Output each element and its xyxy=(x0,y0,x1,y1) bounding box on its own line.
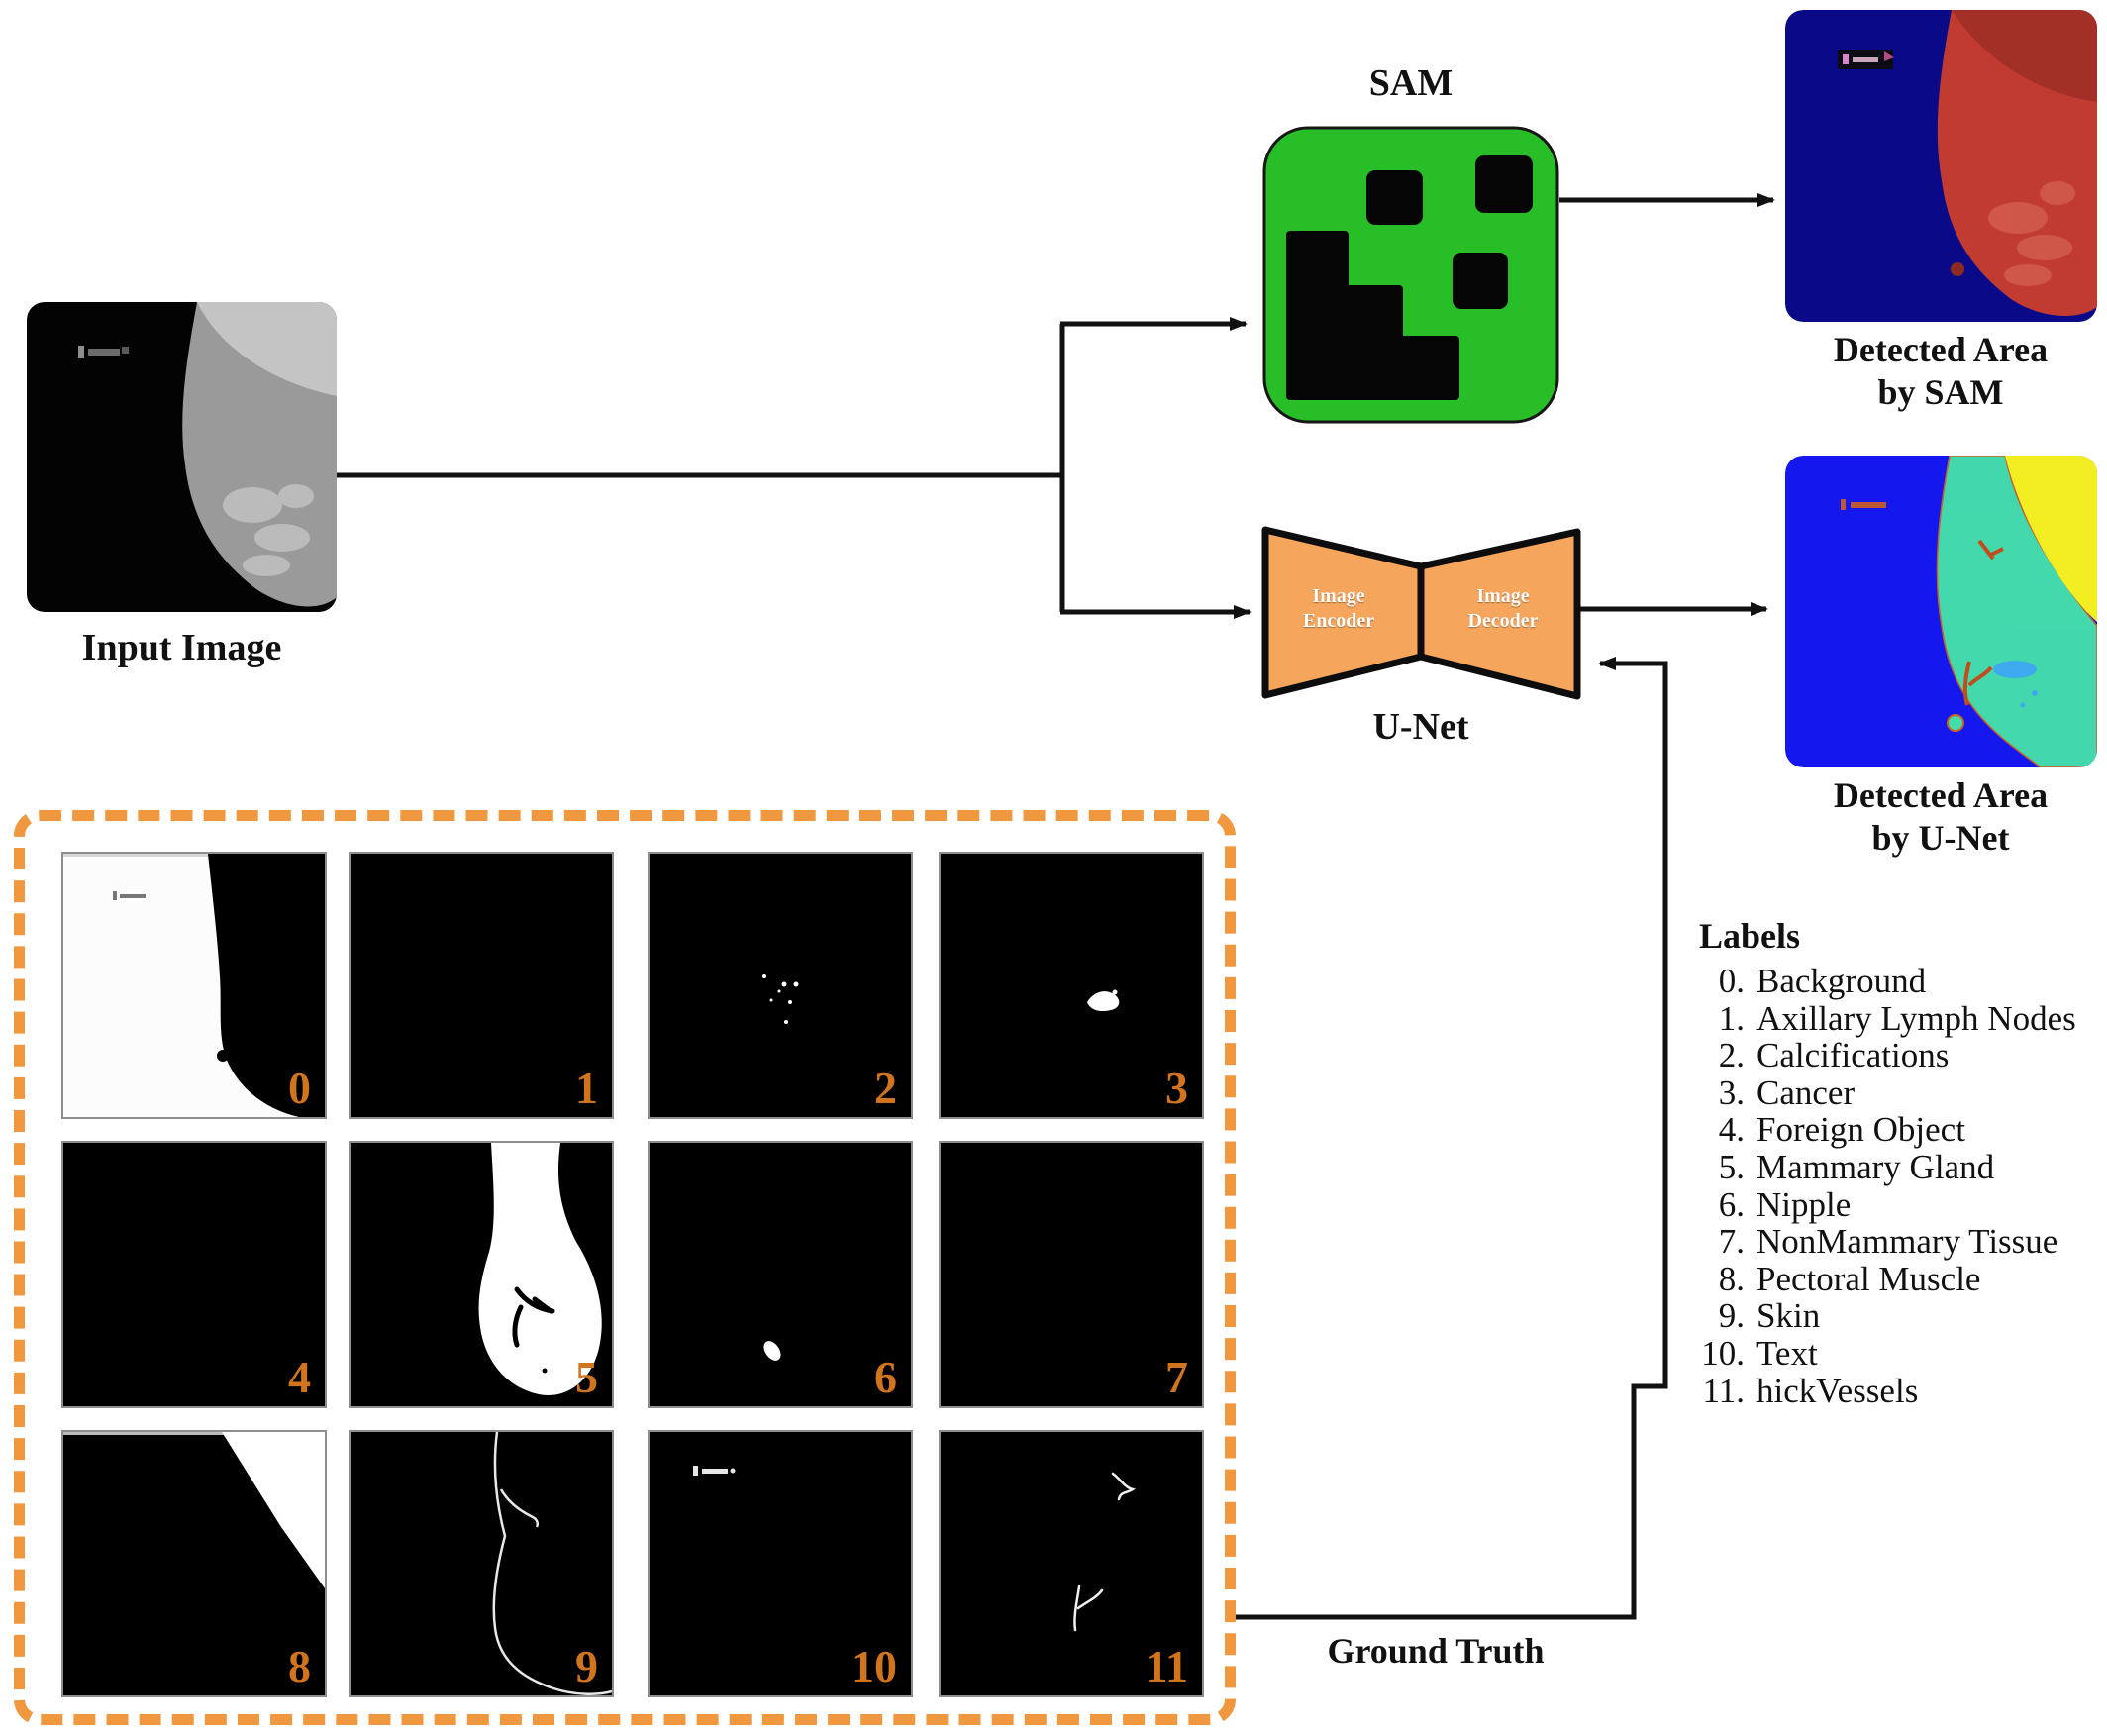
labels-legend: Labels 0. Background 1. Axillary Lymph N… xyxy=(1673,915,2107,1409)
label-item: 8. Pectoral Muscle xyxy=(1673,1261,2107,1298)
label-number: 4. xyxy=(1718,1110,1745,1150)
label-number: 10. xyxy=(1701,1333,1745,1373)
label-item: 3. Cancer xyxy=(1673,1074,2107,1112)
unet-bowtie-shape xyxy=(1261,526,1581,700)
tile-number: 5 xyxy=(575,1352,598,1402)
label-item: 6. Nipple xyxy=(1673,1184,2107,1224)
label-name: NonMammary Tissue xyxy=(1756,1222,2058,1262)
tile-number: 6 xyxy=(874,1352,897,1402)
ground-truth-caption: Ground Truth xyxy=(1327,1631,1545,1671)
tile-number: 9 xyxy=(575,1641,598,1691)
labels-header: Labels xyxy=(1699,916,1801,956)
sam-title: SAM xyxy=(1368,62,1454,104)
tile-number: 4 xyxy=(288,1352,311,1402)
label-name: Mammary Gland xyxy=(1756,1147,1995,1186)
label-item: 1. Axillary Lymph Nodes xyxy=(1673,998,2107,1038)
scanner-watermark xyxy=(78,346,129,358)
sam-result-caption: Detected Area by SAM xyxy=(1833,330,2049,412)
tile-number: 0 xyxy=(288,1063,311,1113)
tile-number: 3 xyxy=(1165,1063,1188,1113)
mask-tile-nipple: 6 xyxy=(648,1141,913,1408)
label-name: Pectoral Muscle xyxy=(1756,1259,1981,1298)
label-item: 5. Mammary Gland xyxy=(1673,1149,2107,1186)
tile-number: 10 xyxy=(852,1641,897,1691)
label-item: 9. Skin xyxy=(1673,1297,2107,1335)
tile-number: 11 xyxy=(1145,1641,1188,1691)
scanner-watermark xyxy=(113,891,146,900)
label-item: 2. Calcifications xyxy=(1673,1037,2107,1074)
unet-corner-segment xyxy=(2005,456,2097,622)
mask-tile-text: 10 xyxy=(648,1430,913,1697)
label-name: Nipple xyxy=(1756,1184,1852,1224)
scanner-watermark xyxy=(1841,499,1886,510)
label-item: 11. hickVessels xyxy=(1673,1371,2107,1410)
label-name: Background xyxy=(1756,962,1927,1000)
label-number: 3. xyxy=(1718,1072,1745,1112)
mask-tile-cancer: 3 xyxy=(939,852,1204,1119)
label-name: Skin xyxy=(1756,1296,1821,1336)
ground-truth-feedback-arrow xyxy=(1233,657,1668,1620)
mask-tile-foreign-object: 4 xyxy=(61,1141,327,1408)
mask-tile-mammary-gland: 5 xyxy=(349,1141,614,1408)
mask-tile-thick-vessels: 11 xyxy=(939,1430,1204,1697)
tile-number: 2 xyxy=(874,1063,897,1113)
mask-tile-background: 0 xyxy=(61,852,327,1119)
label-number: 11. xyxy=(1702,1371,1745,1410)
label-item: 10. Text xyxy=(1673,1335,2107,1373)
label-name: hickVessels xyxy=(1756,1371,1919,1410)
unet-encoder-label: Image Encoder xyxy=(1302,585,1375,632)
sam-logo-icon xyxy=(1262,126,1559,424)
mask-tile-skin: 9 xyxy=(349,1430,614,1697)
sam-result-image xyxy=(1785,10,2097,322)
label-number: 1. xyxy=(1718,998,1745,1038)
label-number: 2. xyxy=(1718,1036,1745,1075)
label-name: Text xyxy=(1756,1333,1818,1373)
label-name: Foreign Object xyxy=(1756,1110,1965,1150)
scanner-watermark xyxy=(1838,50,1894,69)
label-item: 4. Foreign Object xyxy=(1673,1111,2107,1149)
unet-caption: U-Net xyxy=(1372,706,1469,748)
label-number: 5. xyxy=(1718,1147,1745,1186)
label-number: 9. xyxy=(1718,1296,1745,1336)
mask-tile-nonmammary-tissue: 7 xyxy=(939,1141,1204,1408)
tile-number: 7 xyxy=(1165,1352,1188,1402)
unet-decoder-trapezoid xyxy=(1417,528,1581,700)
label-number: 6. xyxy=(1718,1184,1745,1224)
mask-tile-axillary-lymph-nodes: 1 xyxy=(349,852,614,1119)
unet-result-caption: Detected Area by U-Net xyxy=(1833,775,2049,858)
unet-result-image xyxy=(1785,456,2097,767)
label-number: 0. xyxy=(1718,962,1745,1000)
label-name: Cancer xyxy=(1756,1072,1856,1112)
input-mammogram-image xyxy=(27,302,337,612)
label-name: Axillary Lymph Nodes xyxy=(1756,998,2076,1038)
scanner-watermark xyxy=(693,1466,736,1476)
input-image-caption: Input Image xyxy=(81,627,282,668)
tile-number: 1 xyxy=(575,1063,598,1113)
label-name: Calcifications xyxy=(1756,1036,1950,1075)
label-item: 7. NonMammary Tissue xyxy=(1673,1223,2107,1261)
label-number: 7. xyxy=(1718,1222,1745,1262)
label-item: 0. Background xyxy=(1673,963,2107,1000)
tile-number: 8 xyxy=(288,1641,311,1691)
label-number: 8. xyxy=(1718,1259,1745,1298)
mask-tile-pectoral-muscle: 8 xyxy=(61,1430,327,1697)
mask-tile-calcifications: 2 xyxy=(648,852,913,1119)
unet-breast-segment xyxy=(1936,456,2097,767)
unet-decoder-label: Image Decoder xyxy=(1467,585,1539,632)
